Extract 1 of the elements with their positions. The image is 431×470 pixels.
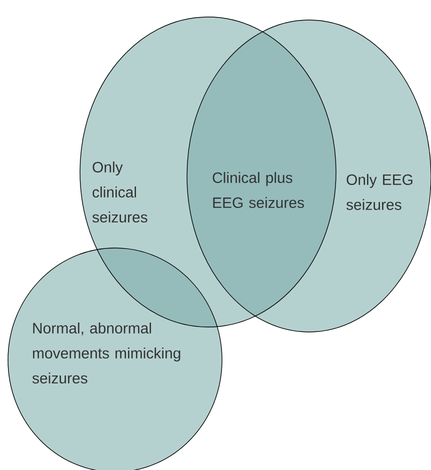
region-label: Clinical plus EEG seizures: [212, 172, 304, 208]
